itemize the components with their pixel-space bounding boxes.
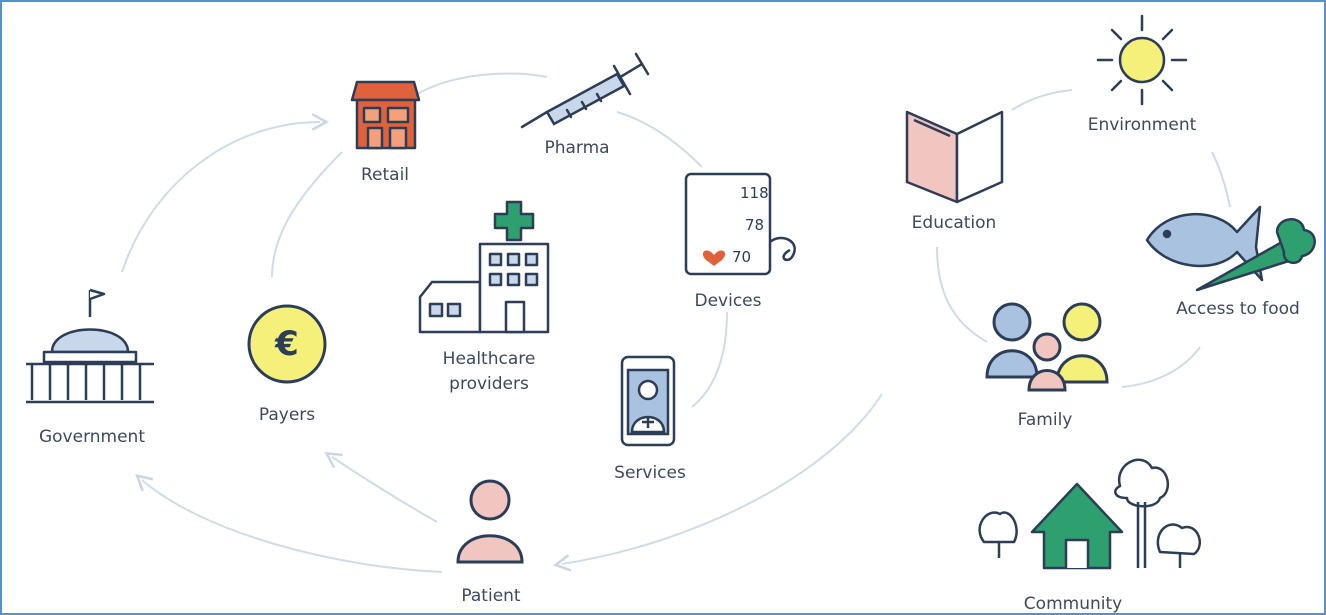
connector-food-family [1121, 346, 1201, 388]
connector-education-environment [1011, 89, 1073, 111]
arrow-patient-to-government [142, 480, 443, 573]
label-access-to-food: Access to food [1176, 299, 1300, 319]
cross-icon [493, 200, 535, 242]
shop-icon [350, 80, 421, 150]
device-reading-2: 78 [745, 216, 765, 234]
person-icon [456, 479, 524, 564]
book-icon [905, 110, 1004, 204]
connector-devices-services [691, 311, 728, 408]
label-pharma: Pharma [544, 138, 610, 158]
capitol-icon [26, 288, 154, 404]
euro-symbol: € [275, 324, 299, 364]
label-education: Education [911, 213, 997, 233]
syringe-icon [520, 52, 650, 129]
heart-icon [702, 250, 726, 266]
label-environment: Environment [1087, 115, 1197, 135]
euro-coin-icon [247, 304, 327, 384]
label-payers: Payers [258, 405, 316, 425]
fish-carrot-icon [1145, 205, 1316, 292]
label-family: Family [1017, 410, 1073, 430]
phone-doctor-icon [620, 355, 676, 447]
device-reading-3: 70 [732, 248, 752, 266]
arrow-patient-to-payers [332, 457, 438, 523]
connector-education-family [936, 246, 988, 343]
connector-retail-pharma [411, 72, 548, 98]
monitor-device-icon [684, 172, 796, 276]
label-healthcare-line2: providers [449, 374, 529, 394]
label-retail: Retail [360, 165, 410, 185]
connectors [121, 72, 1231, 573]
device-reading-1: 118 [740, 184, 769, 202]
sun-icon [1096, 14, 1188, 106]
label-healthcare-line1: Healthcare [442, 349, 536, 369]
family-icon [985, 302, 1109, 392]
label-services: Services [614, 463, 686, 483]
label-community: Community [1023, 594, 1123, 614]
label-patient: Patient [461, 586, 521, 606]
connector-payers-retail [271, 151, 343, 278]
connector-environment-food [1211, 151, 1231, 208]
hospital-icon [418, 200, 550, 334]
arrow-to-patient [562, 393, 883, 564]
arrow-government-to-retail [121, 122, 320, 273]
label-devices: Devices [694, 291, 762, 311]
connector-pharma-devices [616, 111, 703, 168]
house-trees-icon [978, 458, 1201, 570]
label-government: Government [38, 427, 146, 447]
